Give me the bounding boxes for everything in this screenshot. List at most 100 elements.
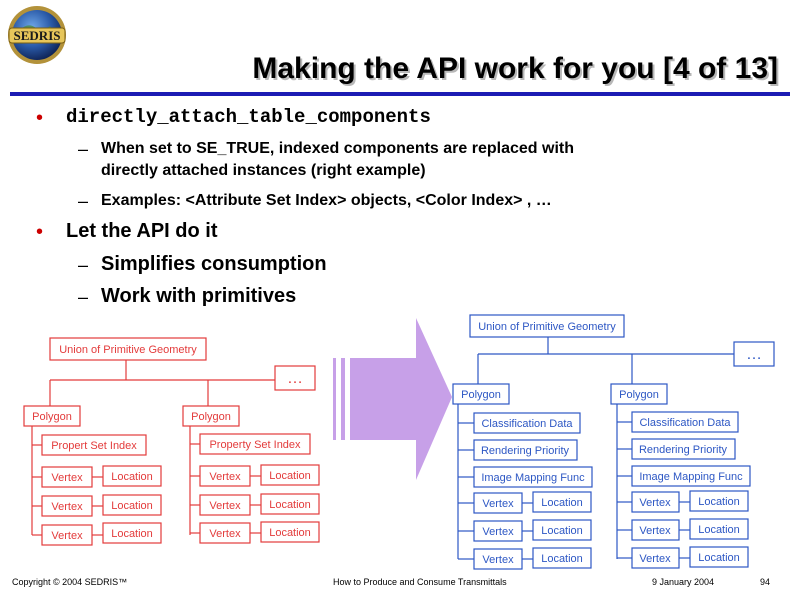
bullet-1-sub-2: Examples: <Attribute Set Index> objects,… — [101, 192, 552, 209]
right-vertex-node: Vertex — [631, 547, 680, 569]
svg-text:Vertex: Vertex — [639, 497, 671, 509]
svg-text:Polygon: Polygon — [461, 389, 501, 401]
left-vertex-node: Vertex — [199, 522, 251, 544]
right-location-node: Location — [532, 491, 592, 513]
right-polygon-node: Polygon — [452, 383, 510, 405]
svg-text:Vertex: Vertex — [209, 500, 241, 512]
right-root-node: Union of Primitive Geometry — [469, 314, 625, 338]
left-location-node: Location — [260, 464, 320, 486]
right-component-node: Rendering Priority — [473, 439, 578, 461]
left-location-node: Location — [102, 465, 162, 487]
svg-text:Vertex: Vertex — [482, 498, 514, 510]
right-component-node: Rendering Priority — [631, 438, 736, 460]
footer-page-number: 94 — [760, 577, 771, 587]
dash-marker: – — [78, 139, 89, 159]
footer-center: How to Produce and Consume Transmittals — [333, 577, 507, 587]
svg-text:Vertex: Vertex — [51, 472, 83, 484]
bullet-marker: • — [36, 221, 44, 243]
bullet-2-text: Let the API do it — [66, 220, 218, 242]
svg-text:Vertex: Vertex — [51, 501, 83, 513]
right-vertex-node: Vertex — [631, 519, 680, 541]
svg-text:Classification Data: Classification Data — [481, 418, 573, 430]
right-vertex-node: Vertex — [631, 491, 680, 513]
left-vertex-node: Vertex — [199, 494, 251, 516]
left-location-node: Location — [102, 494, 162, 516]
footer-copyright: Copyright © 2004 SEDRIS™ — [12, 577, 128, 587]
dash-marker: – — [78, 191, 89, 211]
svg-text:Location: Location — [111, 528, 153, 540]
bullet-1-sub-1: When set to SE_TRUE, indexed components … — [101, 140, 574, 157]
right-component-node: Classification Data — [473, 412, 581, 434]
right-vertex-node: Vertex — [473, 492, 523, 514]
svg-text:Location: Location — [269, 499, 311, 511]
left-more-node: … — [274, 365, 316, 391]
left-location-node: Location — [260, 493, 320, 515]
left-location-node: Location — [260, 521, 320, 543]
left-vertex-node: Vertex — [41, 495, 93, 517]
right-diagram: Union of Primitive Geometry … Polygon Po… — [452, 314, 775, 570]
svg-text:Polygon: Polygon — [32, 411, 72, 423]
left-index-node: Property Set Index — [199, 433, 311, 455]
svg-text:Location: Location — [111, 471, 153, 483]
svg-text:Location: Location — [269, 527, 311, 539]
right-component-node: Classification Data — [631, 411, 739, 433]
svg-text:Vertex: Vertex — [482, 554, 514, 566]
svg-text:Location: Location — [269, 470, 311, 482]
svg-text:Polygon: Polygon — [619, 389, 659, 401]
right-location-node: Location — [689, 518, 749, 540]
svg-text:…: … — [287, 370, 303, 387]
bullet-list: • directly_attach_table_components – Whe… — [36, 106, 574, 307]
page-title: Making the API work for you [4 of 13] — [252, 52, 778, 85]
transform-arrow — [333, 318, 452, 480]
svg-text:Image Mapping Func: Image Mapping Func — [481, 472, 585, 484]
svg-text:Polygon: Polygon — [191, 411, 231, 423]
svg-text:Vertex: Vertex — [482, 526, 514, 538]
svg-text:Location: Location — [541, 497, 583, 509]
svg-text:Rendering Priority: Rendering Priority — [639, 444, 728, 456]
svg-text:Property Set Index: Property Set Index — [209, 439, 301, 451]
title-rule — [10, 92, 790, 96]
left-index-node: Propert Set Index — [41, 434, 147, 456]
svg-text:Union of Primitive Geometry: Union of Primitive Geometry — [59, 344, 197, 356]
svg-text:Location: Location — [111, 500, 153, 512]
svg-text:Location: Location — [541, 525, 583, 537]
left-root-node: Union of Primitive Geometry — [49, 337, 207, 361]
left-polygon-node: Polygon — [182, 405, 240, 427]
right-vertex-node: Vertex — [473, 520, 523, 542]
svg-text:Location: Location — [698, 552, 740, 564]
bullet-2-sub-2: Work with primitives — [101, 285, 297, 307]
bullet-marker: • — [36, 107, 44, 129]
bullet-1-text: directly_attach_table_components — [66, 106, 431, 128]
bullet-1-sub-1-cont: directly attached instances (right examp… — [101, 162, 426, 179]
svg-text:…: … — [746, 346, 762, 363]
right-vertex-node: Vertex — [473, 548, 523, 570]
right-more-node: … — [733, 341, 775, 367]
left-vertex-node: Vertex — [41, 524, 93, 546]
footer-date: 9 January 2004 — [652, 577, 715, 587]
svg-text:Vertex: Vertex — [639, 525, 671, 537]
right-polygon-node: Polygon — [610, 383, 668, 405]
svg-text:Union of Primitive Geometry: Union of Primitive Geometry — [478, 321, 616, 333]
svg-text:Rendering Priority: Rendering Priority — [481, 445, 570, 457]
svg-text:Vertex: Vertex — [639, 553, 671, 565]
right-location-node: Location — [689, 490, 749, 512]
right-component-node: Image Mapping Func — [473, 466, 593, 488]
left-vertex-node: Vertex — [199, 465, 251, 487]
svg-text:Propert Set Index: Propert Set Index — [51, 440, 137, 452]
svg-text:Location: Location — [541, 553, 583, 565]
dash-marker: – — [78, 255, 89, 275]
left-vertex-node: Vertex — [41, 466, 93, 488]
sedris-logo: SEDRIS — [6, 4, 68, 66]
right-component-node: Image Mapping Func — [631, 465, 751, 487]
svg-text:Classification Data: Classification Data — [639, 417, 731, 429]
bullet-2-sub-1: Simplifies consumption — [101, 253, 327, 275]
svg-text:Vertex: Vertex — [209, 528, 241, 540]
right-location-node: Location — [689, 546, 749, 568]
right-location-node: Location — [532, 519, 592, 541]
svg-text:Vertex: Vertex — [51, 530, 83, 542]
right-location-node: Location — [532, 547, 592, 569]
logo-text: SEDRIS — [14, 28, 61, 43]
svg-text:Location: Location — [698, 496, 740, 508]
svg-text:Location: Location — [698, 524, 740, 536]
